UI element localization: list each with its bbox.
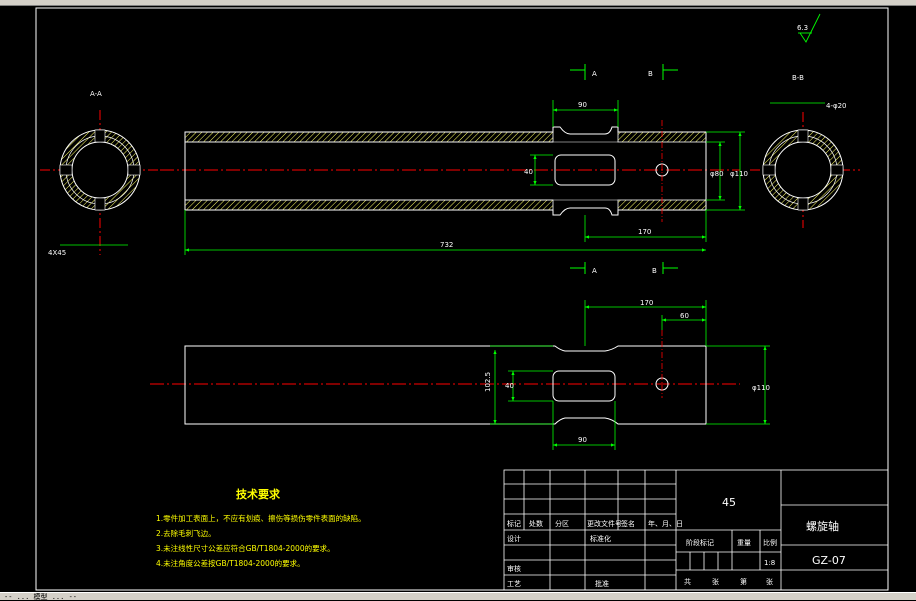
tb-sheet-total: 共	[684, 577, 691, 586]
technical-requirements: 技术要求 1.零件加工表面上，不应有划痕、擦伤等损伤零件表面的缺陷。 2.去除毛…	[156, 487, 366, 568]
roughness-symbol: 6.3	[797, 13, 821, 43]
dim-bottom-40: 40	[505, 382, 514, 390]
tb-approve: 批准	[595, 579, 609, 588]
tb-change-doc: 更改文件号	[587, 519, 622, 528]
tb-zone: 分区	[555, 519, 569, 528]
tb-drawing-no: GZ-07	[812, 554, 846, 567]
tech-item-2: 2.去除毛刺飞边。	[156, 528, 216, 538]
cut-a-top: A	[592, 70, 597, 78]
section-aa-title: A-A	[90, 90, 102, 98]
tb-count: 处数	[529, 519, 543, 528]
cut-b-top: B	[648, 70, 653, 78]
dim-slot-40: 40	[524, 168, 533, 176]
status-bar: -- ... 模型 ... --	[0, 592, 916, 601]
main-section-view: A B A B 90 40	[160, 64, 748, 275]
tb-sign: 签名	[621, 519, 635, 528]
dim-left-chamfer: 4X45	[48, 249, 66, 257]
title-block	[503, 469, 889, 591]
tb-material: 45	[722, 496, 736, 509]
tb-sheet-no: 第	[740, 577, 747, 586]
tech-title: 技术要求	[236, 487, 281, 501]
window-top-bar	[0, 0, 916, 6]
tb-weight: 重量	[737, 539, 751, 547]
roughness-value: 6.3	[797, 24, 808, 32]
tech-item-4: 4.未注角度公差按GB/T1804-2000的要求。	[156, 558, 305, 568]
dim-bottom-90: 90	[578, 436, 587, 444]
cut-b-bottom: B	[652, 267, 657, 275]
dim-bottom-60: 60	[680, 312, 689, 320]
dim-len-170: 170	[638, 228, 651, 236]
tb-standardize: 标准化	[590, 534, 611, 543]
dim-bottom-dia-110: φ110	[752, 384, 770, 392]
title-block-text: 标记 处数 分区 更改文件号 签名 年、月、日 设计 标准化 审核 工艺 批准 …	[507, 496, 846, 588]
drawing-frame	[35, 7, 889, 591]
dim-dia-80: φ80	[710, 170, 724, 178]
tb-scale: 1:8	[764, 559, 775, 567]
tb-design: 设计	[507, 534, 521, 543]
tech-item-3: 3.未注线性尺寸公差应符合GB/T1804-2000的要求。	[156, 543, 335, 553]
dim-bottom-170: 170	[640, 299, 653, 307]
bottom-view: 170 60 102.5 40 φ110 90	[150, 299, 770, 450]
tech-item-1: 1.零件加工表面上，不应有划痕、擦伤等损伤零件表面的缺陷。	[156, 513, 366, 523]
tb-sheet-label: 张	[712, 577, 719, 586]
tb-mark: 标记	[507, 519, 521, 528]
dim-dia-110: φ110	[730, 170, 748, 178]
tb-part-name: 螺旋轴	[806, 519, 839, 533]
tb-scale-label: 比例	[763, 538, 777, 547]
dim-right-holes: 4-φ20	[826, 102, 847, 110]
dim-bottom-102-5: 102.5	[484, 372, 492, 392]
dim-top-90: 90	[578, 101, 587, 109]
cut-a-bottom: A	[592, 267, 597, 275]
tb-process: 工艺	[507, 580, 521, 588]
section-bb: B-B 4-φ20	[750, 74, 860, 228]
tb-sheet-label2: 张	[766, 577, 773, 586]
dim-total-732: 732	[440, 241, 453, 249]
tb-stage-mark: 阶段标记	[686, 538, 714, 547]
section-aa: A-A 4X45	[40, 90, 160, 257]
section-bb-title: B-B	[792, 74, 804, 82]
tb-review: 审核	[507, 564, 521, 573]
tb-date: 年、月、日	[648, 519, 683, 528]
